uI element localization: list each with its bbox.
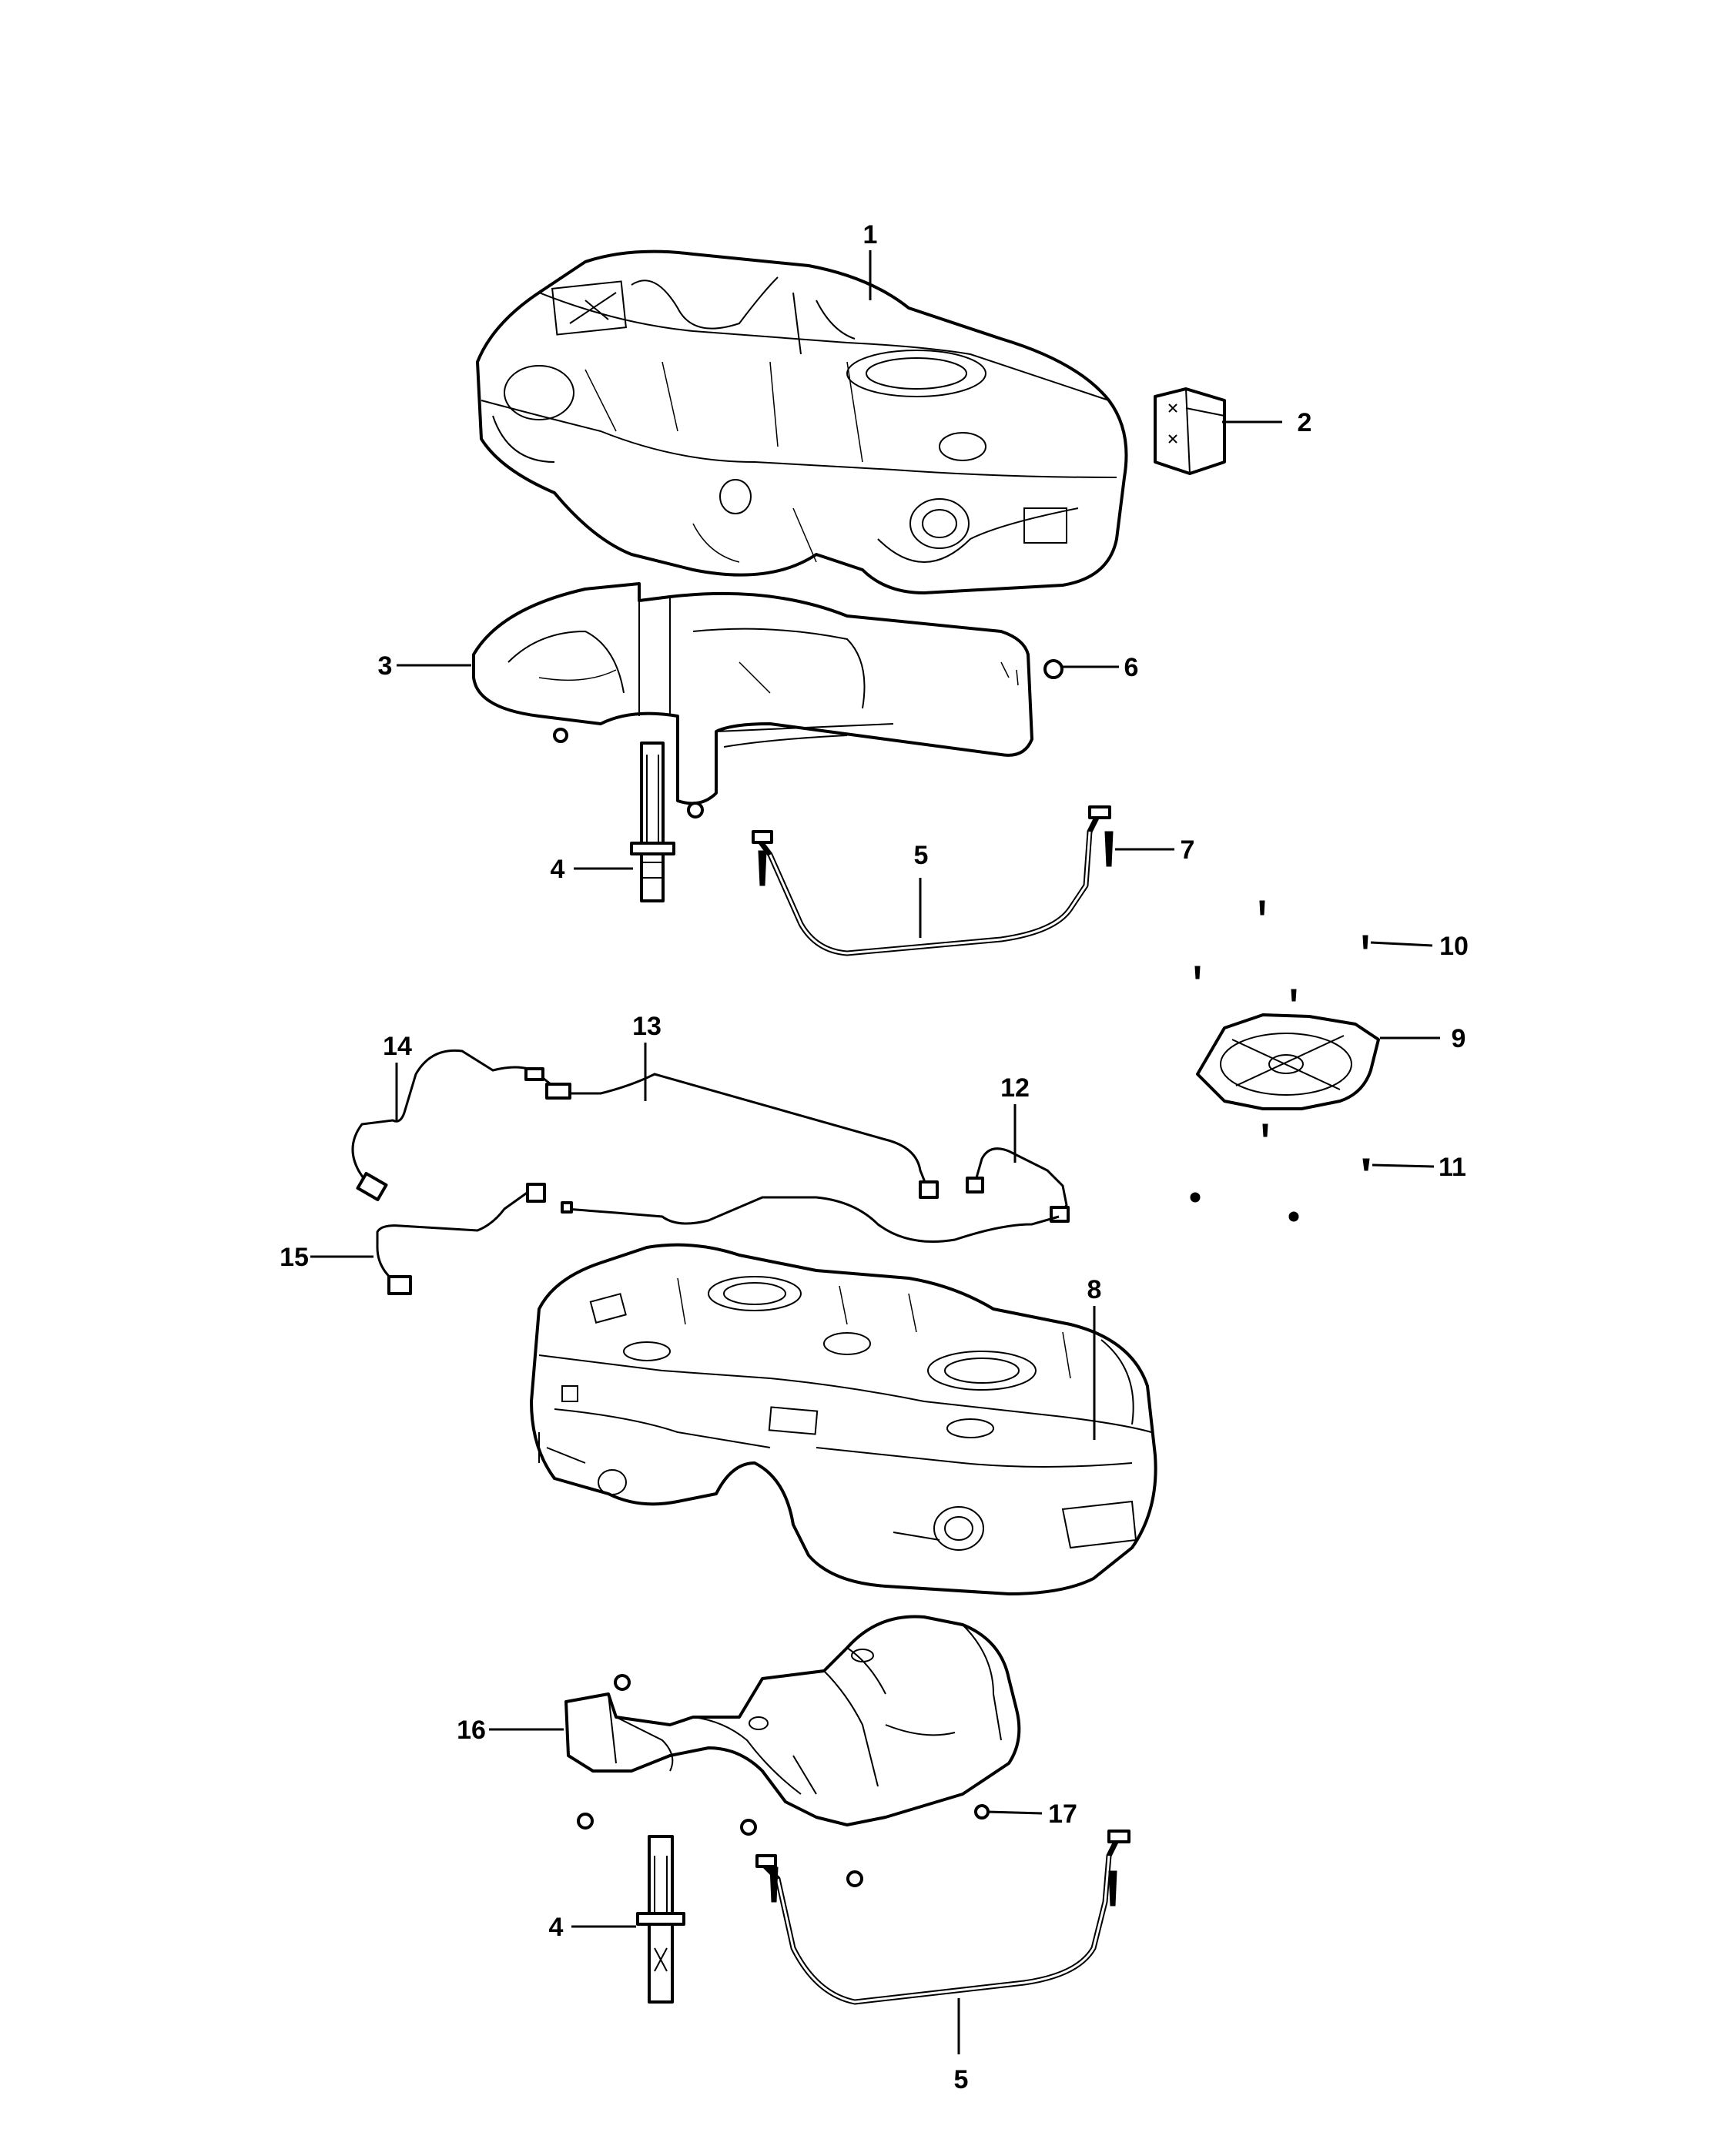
fuel-line-14 [351,1049,544,1202]
callout-12: 12 [1000,1073,1030,1103]
callout-9: 9 [1452,1024,1466,1053]
callout-16: 16 [457,1716,486,1745]
fasteners [553,659,1370,1907]
heat-shield-lower [564,1615,1021,1826]
callout-14: 14 [383,1032,412,1061]
callout-8: 8 [1087,1275,1102,1304]
strap-tensioner-upper [630,742,675,902]
bracket-part-2 [1154,387,1226,475]
callout-6: 6 [1124,653,1139,682]
callout-4-lower: 4 [549,1913,564,1942]
tank-strap-upper [752,805,1111,956]
fuel-line-12 [966,1147,1070,1223]
callout-15: 15 [280,1243,309,1272]
callout-3: 3 [378,651,393,681]
callout-17: 17 [1048,1799,1077,1829]
callout-1: 1 [863,220,878,249]
callout-5-upper: 5 [914,841,929,870]
callout-10: 10 [1439,932,1469,961]
fuel-tank-upper [476,249,1128,594]
callout-5-lower: 5 [954,2065,969,2094]
heat-shield-upper [472,582,1033,805]
callout-7: 7 [1181,835,1195,865]
strap-tensioner-lower [636,1835,685,2004]
fuel-line-15 [376,1183,1060,1295]
tank-strap-lower [755,1830,1130,2005]
fuel-tank-lower [530,1243,1157,1595]
callout-2: 2 [1298,408,1312,437]
callout-4-upper: 4 [551,855,565,884]
callout-11: 11 [1439,1153,1466,1182]
callout-labels: 1 2 3 4 4 5 5 6 7 8 9 10 11 12 13 14 15 … [280,220,1469,2094]
lock-plate-part-9 [1196,1013,1380,1110]
leader-lines [310,250,1440,2054]
fuel-line-13 [542,1073,939,1199]
callout-13: 13 [632,1012,662,1041]
